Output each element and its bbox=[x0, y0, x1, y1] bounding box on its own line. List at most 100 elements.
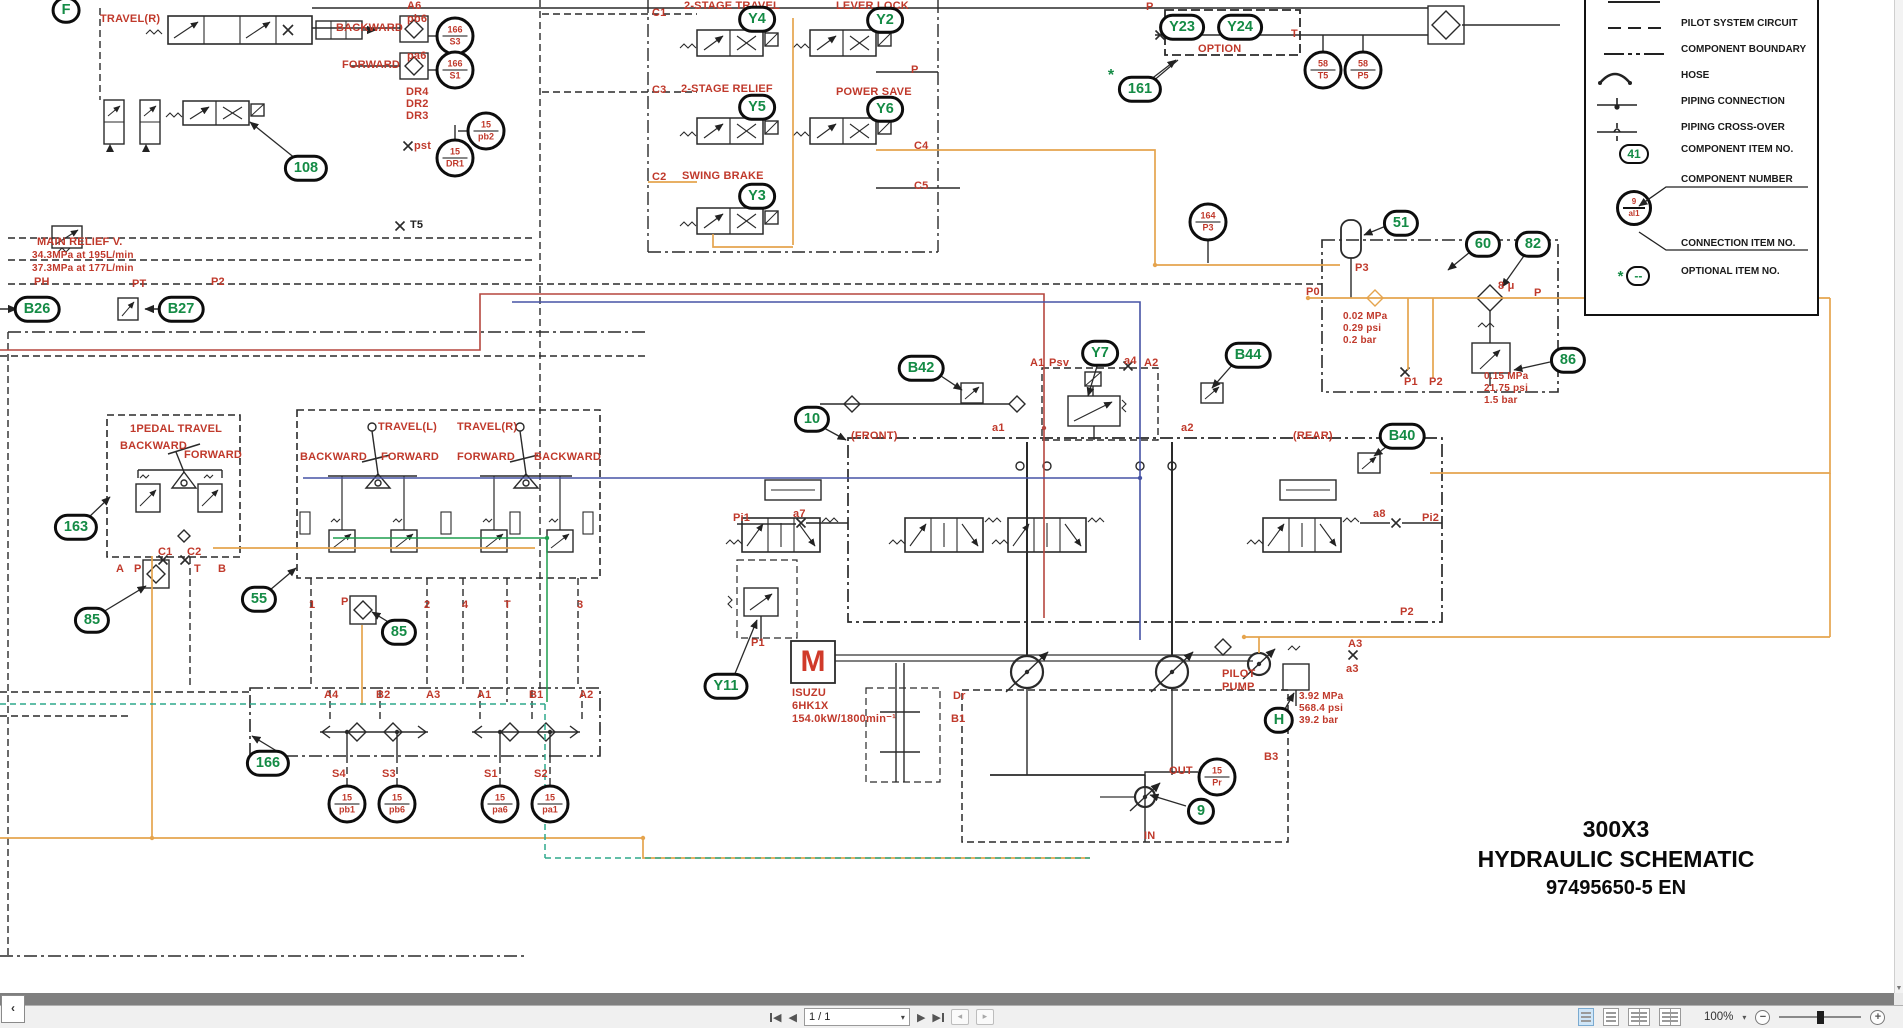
schematic-label: PUMP bbox=[1222, 681, 1255, 693]
page-navigation: ◀ ◀ 1 / 1 ▾ ▶ ▶ ◂ ▸ bbox=[770, 1006, 994, 1028]
legend-row: PILOT SYSTEM CIRCUIT bbox=[1586, 18, 1817, 38]
schematic-label: A6 bbox=[407, 0, 422, 12]
scroll-down-icon[interactable]: ▼ bbox=[1895, 985, 1903, 992]
schematic-label: B3 bbox=[1264, 751, 1279, 763]
component-item-oval: 55 bbox=[240, 585, 278, 613]
component-item-oval: Y11 bbox=[703, 672, 749, 700]
last-page-button[interactable]: ▶ bbox=[932, 1011, 944, 1024]
zoom-out-button[interactable]: − bbox=[1755, 1009, 1771, 1025]
component-item-oval: 10 bbox=[793, 405, 831, 433]
schematic-label: TRAVEL(R) bbox=[457, 421, 518, 433]
vertical-scrollbar[interactable]: ▼ bbox=[1894, 0, 1903, 993]
schematic-label: FORWARD bbox=[381, 451, 440, 463]
schematic-label: 37.3MPa at 177L/min bbox=[32, 263, 134, 274]
schematic-label: SWING BRAKE bbox=[682, 170, 764, 182]
component-item-oval: B44 bbox=[1224, 341, 1272, 369]
page-number-input[interactable]: 1 / 1 ▾ bbox=[803, 1008, 910, 1026]
schematic-label: a7 bbox=[793, 508, 806, 520]
layout-single-page-button[interactable] bbox=[1578, 1008, 1594, 1026]
schematic-label: P bbox=[1146, 1, 1154, 13]
component-item-oval: B26 bbox=[13, 295, 61, 323]
schematic-label: P2 bbox=[1429, 376, 1443, 388]
previous-page-button[interactable]: ◀ bbox=[788, 1011, 797, 1024]
legend-row: COMPONENT BOUNDARY bbox=[1586, 44, 1817, 64]
schematic-label: Psv bbox=[1049, 357, 1070, 369]
component-item-oval: 85 bbox=[380, 618, 418, 646]
schematic-label: 2-STAGE RELIEF bbox=[681, 83, 773, 95]
schematic-label: OUT bbox=[1169, 765, 1193, 777]
component-item-oval: H bbox=[1263, 706, 1295, 734]
title-block: 300X3 HYDRAULIC SCHEMATIC 97495650-5 EN bbox=[1440, 814, 1792, 902]
schematic-label: 1PEDAL TRAVEL bbox=[130, 423, 223, 435]
legend-label: PIPING CROSS-OVER bbox=[1681, 122, 1785, 133]
schematic-label: S2 bbox=[534, 768, 548, 780]
schematic-label: A1 bbox=[1030, 357, 1045, 369]
next-view-button[interactable]: ▸ bbox=[975, 1009, 994, 1025]
schematic-label: MAIN RELIEF V. bbox=[37, 236, 123, 248]
schematic-label: S1 bbox=[484, 768, 498, 780]
schematic-label: 1 bbox=[309, 599, 316, 611]
schematic-label: BACKWARD bbox=[300, 451, 367, 463]
legend-label: COMPONENT NUMBER bbox=[1681, 174, 1793, 185]
legend-row: SUPPLY CIRCUIT bbox=[1586, 0, 1817, 12]
legend-label: CONNECTION ITEM NO. bbox=[1681, 238, 1796, 249]
schematic-label: FORWARD bbox=[457, 451, 516, 463]
schematic-label: 568.4 psi bbox=[1299, 703, 1344, 714]
zoom-slider[interactable] bbox=[1779, 1010, 1862, 1024]
legend-label: PILOT SYSTEM CIRCUIT bbox=[1681, 18, 1798, 29]
schematic-label: IN bbox=[1144, 830, 1156, 842]
schematic-label: P0 bbox=[1306, 286, 1320, 298]
page-dropdown-icon[interactable]: ▾ bbox=[900, 1012, 905, 1022]
schematic-label: 39.2 bar bbox=[1299, 715, 1339, 726]
schematic-label: P1 bbox=[751, 637, 765, 649]
horizontal-scroll-strip[interactable] bbox=[0, 993, 1894, 1005]
component-item-oval: Y6 bbox=[866, 95, 904, 123]
schematic-label: A2 bbox=[579, 689, 594, 701]
schematic-label: B bbox=[218, 563, 227, 575]
schematic-label: 0.15 MPa bbox=[1484, 371, 1529, 382]
piping-connection-icon bbox=[1597, 98, 1637, 110]
component-item-oval: 161* bbox=[1108, 67, 1163, 103]
legend-row: PIPING CONNECTION bbox=[1586, 96, 1817, 116]
schematic-label: a3 bbox=[1346, 663, 1359, 675]
model-number: 300X3 bbox=[1582, 816, 1650, 842]
schematic-label: P bbox=[911, 64, 919, 76]
schematic-label: TRAVEL(L) bbox=[378, 421, 438, 433]
zoom-dropdown-icon[interactable]: ▾ bbox=[1742, 1012, 1747, 1022]
hose-icon bbox=[1598, 72, 1632, 85]
layout-two-page-continuous-button[interactable] bbox=[1659, 1008, 1681, 1026]
schematic-label: C5 bbox=[914, 180, 929, 192]
first-page-button[interactable]: ◀ bbox=[770, 1011, 781, 1024]
schematic-label: P bbox=[134, 563, 142, 575]
zoom-slider-thumb[interactable] bbox=[1817, 1010, 1825, 1024]
optional-star: * bbox=[1107, 66, 1115, 84]
schematic-label: PILOT bbox=[1222, 668, 1256, 680]
schematic-label: A bbox=[116, 563, 125, 575]
legend-leader-lines bbox=[1638, 186, 1808, 251]
component-item-oval: 51 bbox=[1382, 209, 1420, 237]
schematic-label: (FRONT) bbox=[851, 430, 898, 442]
schematic-label: C4 bbox=[914, 140, 929, 152]
schematic-label: A4 bbox=[324, 689, 339, 701]
schematic-label: DR3 bbox=[406, 110, 429, 122]
schematic-label: A1 bbox=[477, 689, 492, 701]
collapse-panel-button[interactable]: ‹ bbox=[1, 995, 25, 1023]
legend-row: *--OPTIONAL ITEM NO. bbox=[1617, 266, 1780, 286]
schematic-label: PH bbox=[34, 276, 50, 288]
schematic-label: C1 bbox=[158, 546, 173, 558]
legend-label: PIPING CONNECTION bbox=[1681, 96, 1785, 107]
previous-view-button[interactable]: ◂ bbox=[950, 1009, 969, 1025]
next-page-button[interactable]: ▶ bbox=[916, 1011, 926, 1024]
legend-row: COMPONENT NUMBER bbox=[1586, 174, 1817, 194]
layout-continuous-button[interactable] bbox=[1603, 1008, 1619, 1026]
schematic-label: 2 bbox=[424, 599, 431, 611]
schematic-label: T bbox=[1291, 28, 1298, 40]
zoom-in-button[interactable]: + bbox=[1870, 1009, 1886, 1025]
layout-two-page-button[interactable] bbox=[1628, 1008, 1650, 1026]
